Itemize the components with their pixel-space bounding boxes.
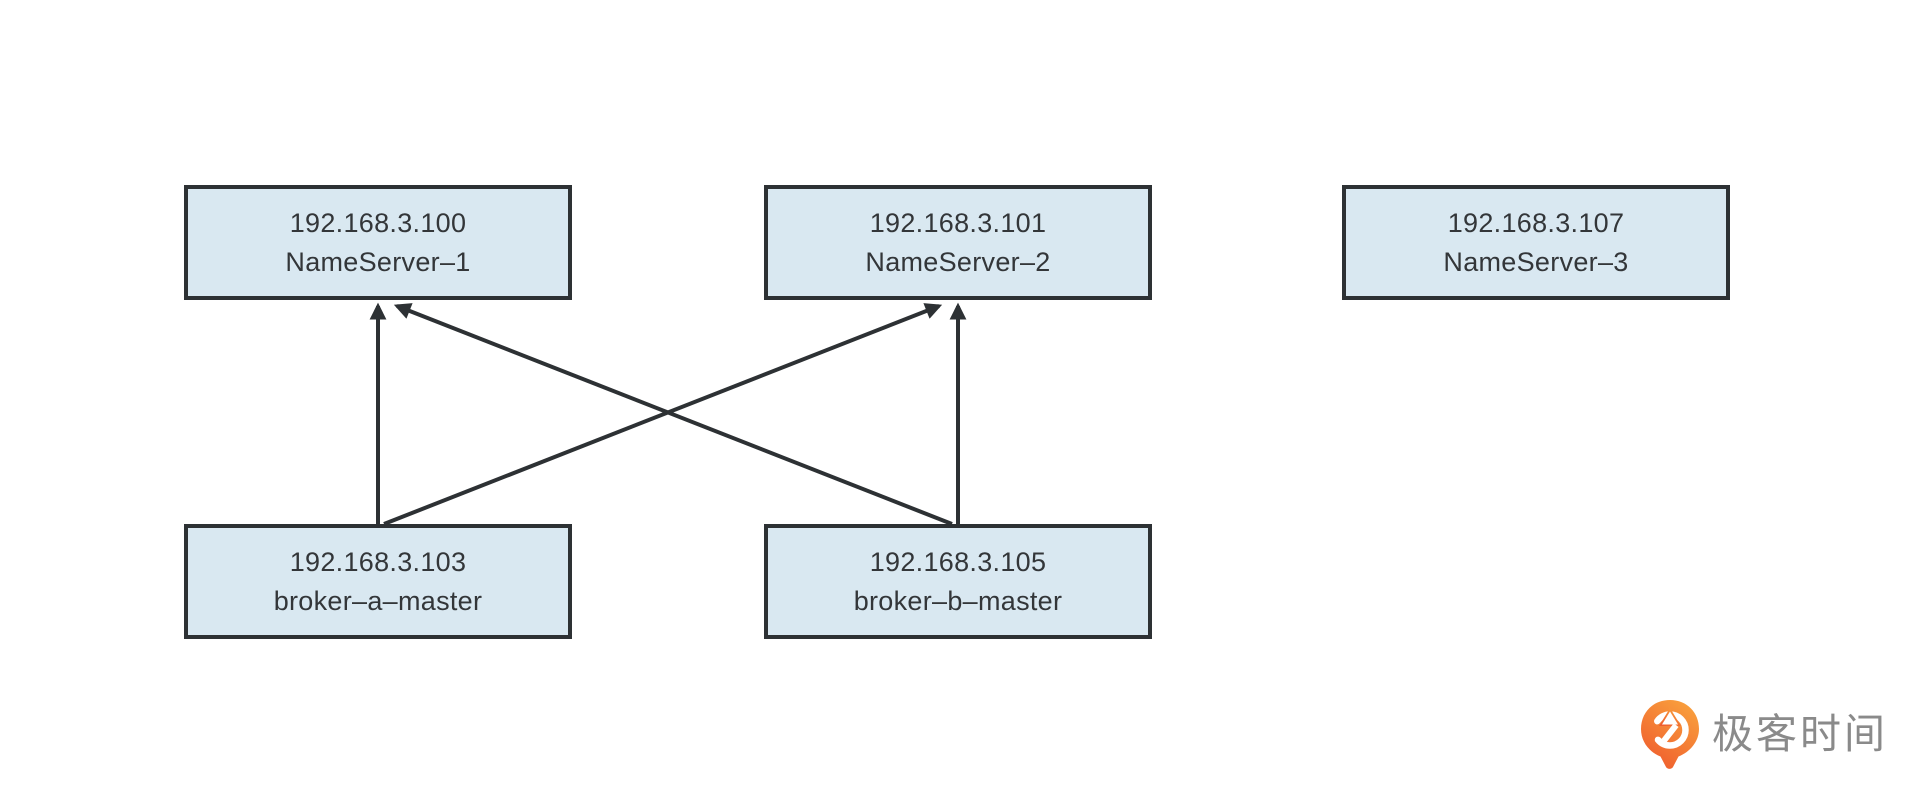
node-ip: 192.168.3.100 [289, 207, 467, 238]
node-ip: 192.168.3.105 [869, 546, 1047, 577]
node-nameserver-2: 192.168.3.101 NameServer–2 [764, 185, 1152, 300]
node-label: NameServer–3 [1443, 246, 1629, 277]
node-ip: 192.168.3.101 [869, 207, 1047, 238]
registration-arrow-brokerB-to-ns1 [393, 303, 953, 526]
registration-arrow-brokerA-to-ns2 [383, 303, 943, 526]
node-broker-b-master: 192.168.3.105 broker–b–master [764, 524, 1152, 639]
node-label: NameServer–2 [865, 246, 1051, 277]
node-ip: 192.168.3.107 [1447, 207, 1625, 238]
node-broker-a-master: 192.168.3.103 broker–a–master [184, 524, 572, 639]
node-nameserver-1: 192.168.3.100 NameServer–1 [184, 185, 572, 300]
geektime-pin-icon [1641, 700, 1699, 769]
node-label: broker–a–master [273, 585, 483, 616]
geektime-logo: 极客时间 [1638, 698, 1888, 770]
node-nameserver-3: 192.168.3.107 NameServer–3 [1342, 185, 1730, 300]
node-label: NameServer–1 [285, 246, 471, 277]
geektime-logo-text: 极客时间 [1712, 711, 1888, 757]
node-ip: 192.168.3.103 [289, 546, 467, 577]
node-label: broker–b–master [853, 585, 1063, 616]
